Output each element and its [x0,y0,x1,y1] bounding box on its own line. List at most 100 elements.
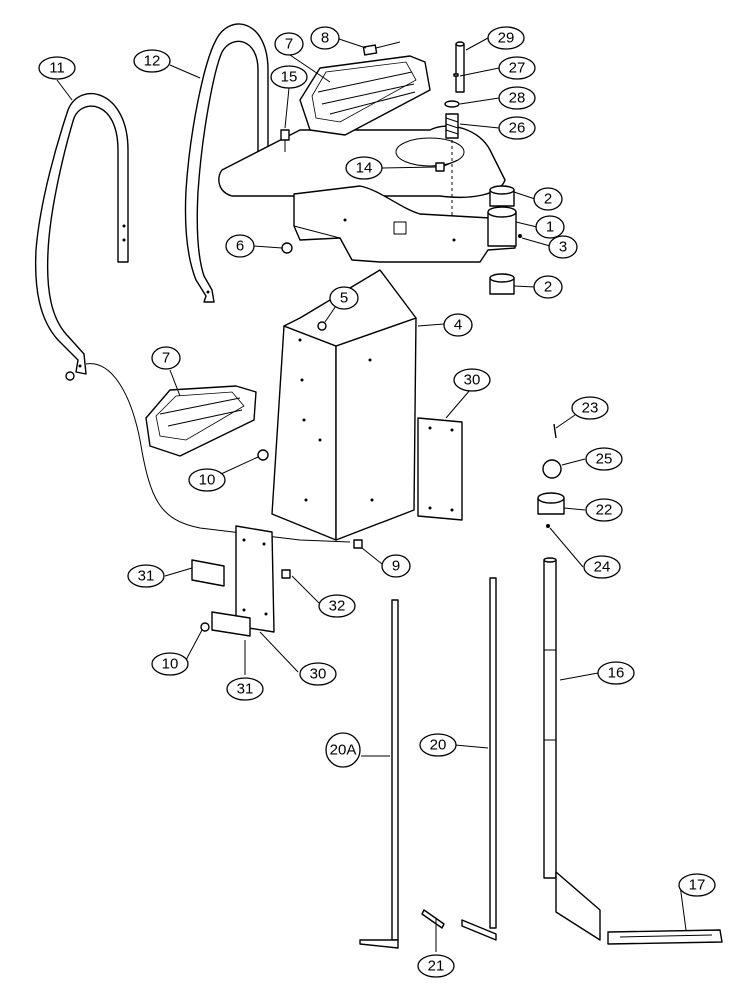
svg-text:16: 16 [608,665,625,682]
bolt-8 [362,41,401,56]
callout-16: 16 [597,661,635,685]
bracket-1 [293,185,516,263]
callout-21: 21 [417,954,455,978]
callout-26: 26 [498,116,536,140]
step-7-upper [299,55,431,136]
svg-text:15: 15 [281,69,298,86]
svg-text:4: 4 [454,317,462,334]
bolt-15 [280,129,290,152]
callout-15: 15 [270,65,308,89]
svg-text:27: 27 [509,60,526,77]
callout-29: 29 [487,26,525,50]
svg-text:7: 7 [285,36,293,53]
bushing-2-lower [489,273,515,295]
callout-7-lower: 7 [151,346,181,370]
svg-text:9: 9 [392,558,400,575]
callout-30-upper: 30 [453,368,491,392]
washer-28 [444,100,460,108]
svg-text:29: 29 [498,30,515,47]
knob-22 [537,492,565,515]
nut-10-upper [257,449,269,461]
linkage-cable [85,363,351,543]
pin-29 [455,41,465,93]
svg-text:25: 25 [596,451,613,468]
svg-text:21: 21 [428,958,445,975]
svg-text:24: 24 [594,559,611,576]
callout-9: 9 [381,554,411,578]
bolt-9 [353,539,363,549]
svg-text:30: 30 [310,666,327,683]
svg-text:14: 14 [356,160,373,177]
callout-17: 17 [678,873,716,897]
callout-22: 22 [585,498,623,522]
callout-8: 8 [310,26,340,50]
callout-24: 24 [583,555,621,579]
nut-6 [281,242,293,254]
setscrew-24 [546,524,550,528]
svg-text:28: 28 [509,90,526,107]
strap-31-upper [191,559,225,587]
pin-21 [421,909,445,929]
plate-30-upper [417,417,463,521]
strap-31-lower [211,611,251,637]
svg-text:31: 31 [237,681,254,698]
nut-10-lower [200,622,210,632]
svg-text:5: 5 [340,290,348,307]
svg-text:7: 7 [162,350,170,367]
rod-20 [461,577,497,941]
callout-23: 23 [571,396,609,420]
bushing-tube [487,206,517,247]
svg-text:8: 8 [321,30,329,47]
svg-text:3: 3 [559,239,567,256]
svg-text:23: 23 [582,400,599,417]
callout-32: 32 [318,594,356,618]
callout-20A: 20A [325,732,361,768]
svg-text:20: 20 [430,737,447,754]
callout-31-lower: 31 [226,677,264,701]
callout-4: 4 [443,313,473,337]
step-7-lower [145,385,257,457]
callouts: 11 12 7 8 15 29 27 28 26 14 2 1 3 2 6 5 … [38,26,716,978]
pin-23 [553,423,557,439]
handle-17 [607,929,723,945]
spring-26 [445,113,459,139]
callout-6: 6 [225,234,255,258]
cotter-27 [453,73,459,77]
callout-12: 12 [133,49,171,73]
fitting-3 [518,234,522,238]
svg-text:32: 32 [329,598,346,615]
svg-text:20A: 20A [330,742,357,759]
callout-7-upper: 7 [274,32,304,56]
callout-1: 1 [535,215,565,239]
svg-text:10: 10 [199,472,216,489]
ball-25 [542,459,562,479]
handrail-11 [34,93,129,375]
callout-28: 28 [498,86,536,110]
svg-text:17: 17 [689,877,706,894]
callout-2-lower: 2 [533,275,563,299]
callout-20: 20 [419,733,457,757]
leader-lines [56,37,687,952]
callout-30-lower: 30 [299,662,337,686]
shaft-16 [543,557,601,941]
frame-4 [271,269,417,541]
callout-11: 11 [38,56,76,80]
svg-text:30: 30 [464,372,481,389]
bushing-2-upper [489,185,515,207]
svg-text:6: 6 [236,238,244,255]
nut-11 [65,371,75,381]
svg-text:2: 2 [544,279,552,296]
svg-text:12: 12 [144,53,161,70]
callout-25: 25 [585,447,623,471]
callout-10-upper: 10 [188,468,226,492]
callout-2-upper: 2 [533,187,563,211]
callout-14: 14 [345,156,383,180]
svg-text:31: 31 [138,568,155,585]
svg-text:2: 2 [544,191,552,208]
callout-5: 5 [329,286,359,310]
callout-10-lower: 10 [151,652,189,676]
svg-text:26: 26 [509,120,526,137]
callout-31-upper: 31 [127,564,165,588]
svg-text:10: 10 [162,656,179,673]
